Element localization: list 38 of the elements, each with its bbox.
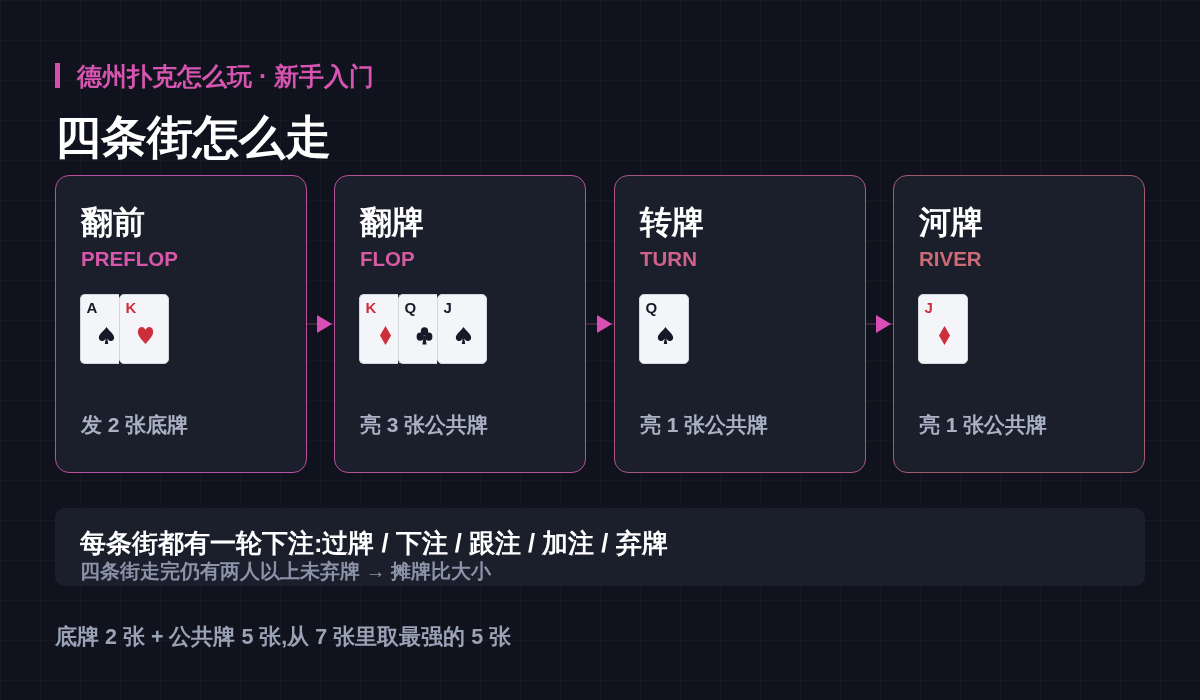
card-rank: Q xyxy=(404,297,417,318)
playing-card xyxy=(118,293,169,364)
page-title: 四条街怎么走 xyxy=(55,110,331,165)
kicker-text: 德州扑克怎么玩 · 新手入门 xyxy=(77,61,375,92)
card-rank: K xyxy=(365,297,377,318)
stage-title: 转牌 xyxy=(640,203,704,242)
stage-box xyxy=(55,175,307,473)
stage-subtitle: PREFLOP xyxy=(81,246,178,272)
stage-subtitle: RIVER xyxy=(919,246,982,272)
stage-subtitle: FLOP xyxy=(360,246,415,272)
stage-description: 发 2 张底牌 xyxy=(81,412,189,438)
flow-arrow xyxy=(585,315,615,333)
playing-card xyxy=(638,293,689,364)
stage-subtitle: TURN xyxy=(640,246,697,272)
stage-box xyxy=(614,175,866,473)
stage-box xyxy=(893,175,1145,473)
card-rank: Q xyxy=(645,297,658,318)
stage-description: 亮 3 张公共牌 xyxy=(360,412,489,438)
stage-box xyxy=(334,175,586,473)
card-rank: K xyxy=(125,297,137,318)
card-rank: A xyxy=(86,297,98,318)
playing-card xyxy=(436,293,487,364)
playing-card xyxy=(79,293,119,364)
card-rank: J xyxy=(443,297,452,318)
card-rank: J xyxy=(924,297,933,318)
stage-title: 翻牌 xyxy=(360,203,424,242)
stage-description: 亮 1 张公共牌 xyxy=(919,412,1048,438)
stage-title: 河牌 xyxy=(919,203,983,242)
stage-description: 亮 1 张公共牌 xyxy=(640,412,769,438)
panel-note: 四条街走完仍有两人以上未弃牌 → 摊牌比大小 xyxy=(80,559,492,583)
footnote: 底牌 2 张 + 公共牌 5 张,从 7 张里取最强的 5 张 xyxy=(55,624,512,651)
flow-arrow xyxy=(865,315,894,333)
panel-heading: 每条街都有一轮下注:过牌 / 下注 / 跟注 / 加注 / 弃牌 xyxy=(80,528,668,559)
playing-card xyxy=(358,293,398,364)
playing-card xyxy=(397,293,437,364)
stage-title: 翻前 xyxy=(81,203,145,242)
playing-card xyxy=(917,293,968,364)
flow-arrow xyxy=(306,315,335,333)
